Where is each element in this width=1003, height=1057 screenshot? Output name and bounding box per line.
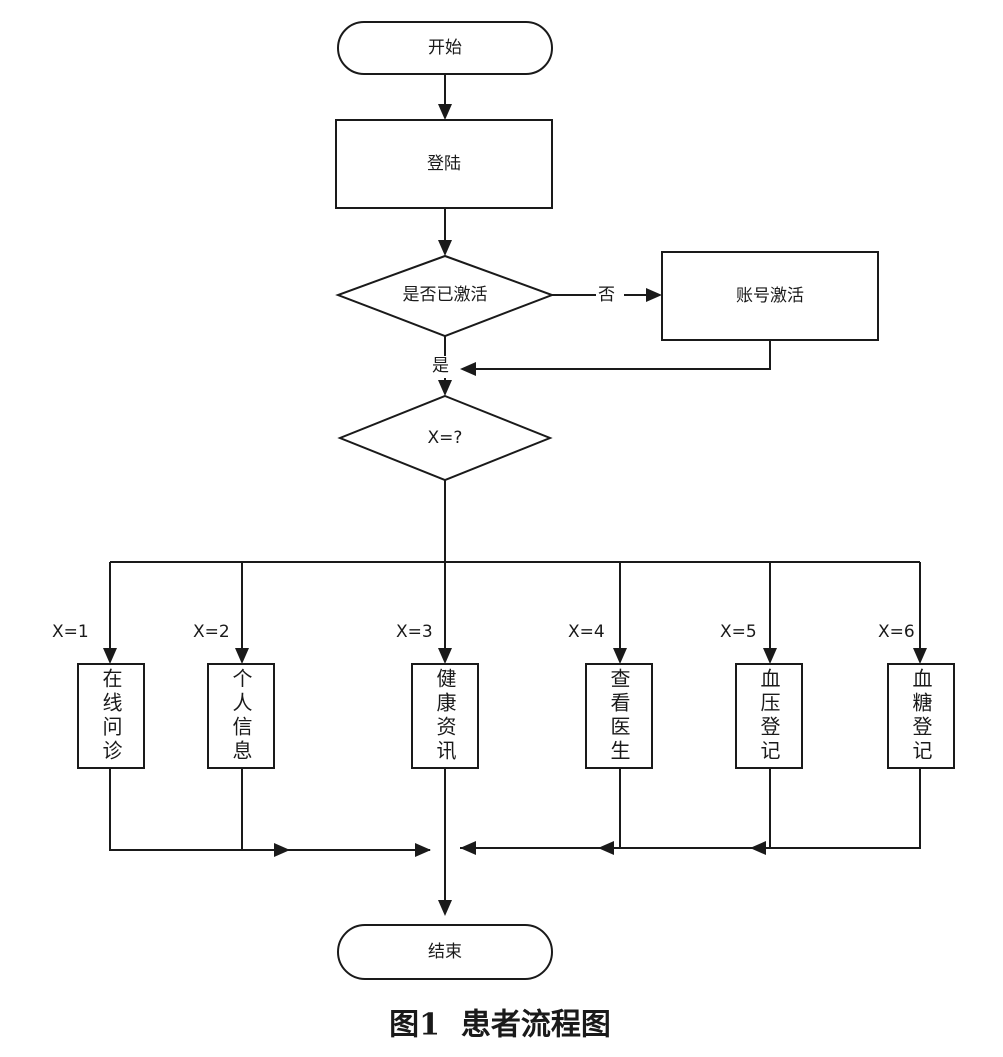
arrowhead-activation-return	[460, 362, 476, 376]
merge-arrowhead-right-b	[598, 841, 614, 855]
account-activation-box	[661, 251, 879, 341]
edge-label-x4: X=4	[568, 622, 605, 642]
arrowhead-end	[438, 900, 452, 916]
edge-label-x3: X=3	[396, 622, 433, 642]
option-label-4: 查看医生	[607, 668, 631, 764]
arrowhead-start-login	[438, 104, 452, 120]
branch-arrowhead-4	[613, 648, 627, 664]
edge-label-x6: X=6	[878, 622, 915, 642]
end-label: 结束	[428, 942, 462, 962]
edge-yes-label: 是	[432, 356, 449, 376]
option-box-3	[411, 663, 479, 769]
merge-arrowhead-right-a	[460, 841, 476, 855]
merge-line-1	[109, 768, 430, 851]
merge-line-6	[460, 768, 921, 849]
merge-arrowhead-right-c	[750, 841, 766, 855]
x-switch-label: X=?	[428, 428, 463, 448]
edge-no-label: 否	[598, 285, 615, 305]
branch-arrowhead-1	[103, 648, 117, 664]
arrowhead-no	[646, 288, 662, 302]
edge-activation-return	[476, 340, 771, 370]
merge-arrowhead-left-b	[415, 843, 431, 857]
activated-decision-label: 是否已激活	[403, 285, 488, 305]
branch-arrowhead-2	[235, 648, 249, 664]
edge-label-x2: X=2	[193, 622, 230, 642]
login-box	[335, 119, 553, 209]
option-label-2: 个人信息	[229, 668, 253, 764]
option-label-1: 在线问诊	[99, 668, 123, 764]
option-label-6: 血糖登记	[909, 668, 933, 764]
figure-caption: 图1 患者流程图	[389, 1008, 611, 1043]
edge-label-x5: X=5	[720, 622, 757, 642]
account-activation-label: 账号激活	[736, 286, 804, 306]
branch-arrowhead-6	[913, 648, 927, 664]
start-label: 开始	[428, 38, 462, 58]
end-terminator	[337, 924, 553, 980]
option-label-3: 健康资讯	[433, 668, 457, 764]
login-label: 登陆	[427, 154, 461, 174]
option-box-2	[207, 663, 275, 769]
edge-label-x1: X=1	[52, 622, 89, 642]
arrowhead-yes	[438, 380, 452, 396]
branch-arrowhead-5	[763, 648, 777, 664]
branch-arrowhead-3	[438, 648, 452, 664]
option-label-5: 血压登记	[757, 668, 781, 764]
merge-arrowhead-left-a	[274, 843, 290, 857]
option-box-1	[77, 663, 145, 769]
arrowhead-login-decision	[438, 240, 452, 256]
